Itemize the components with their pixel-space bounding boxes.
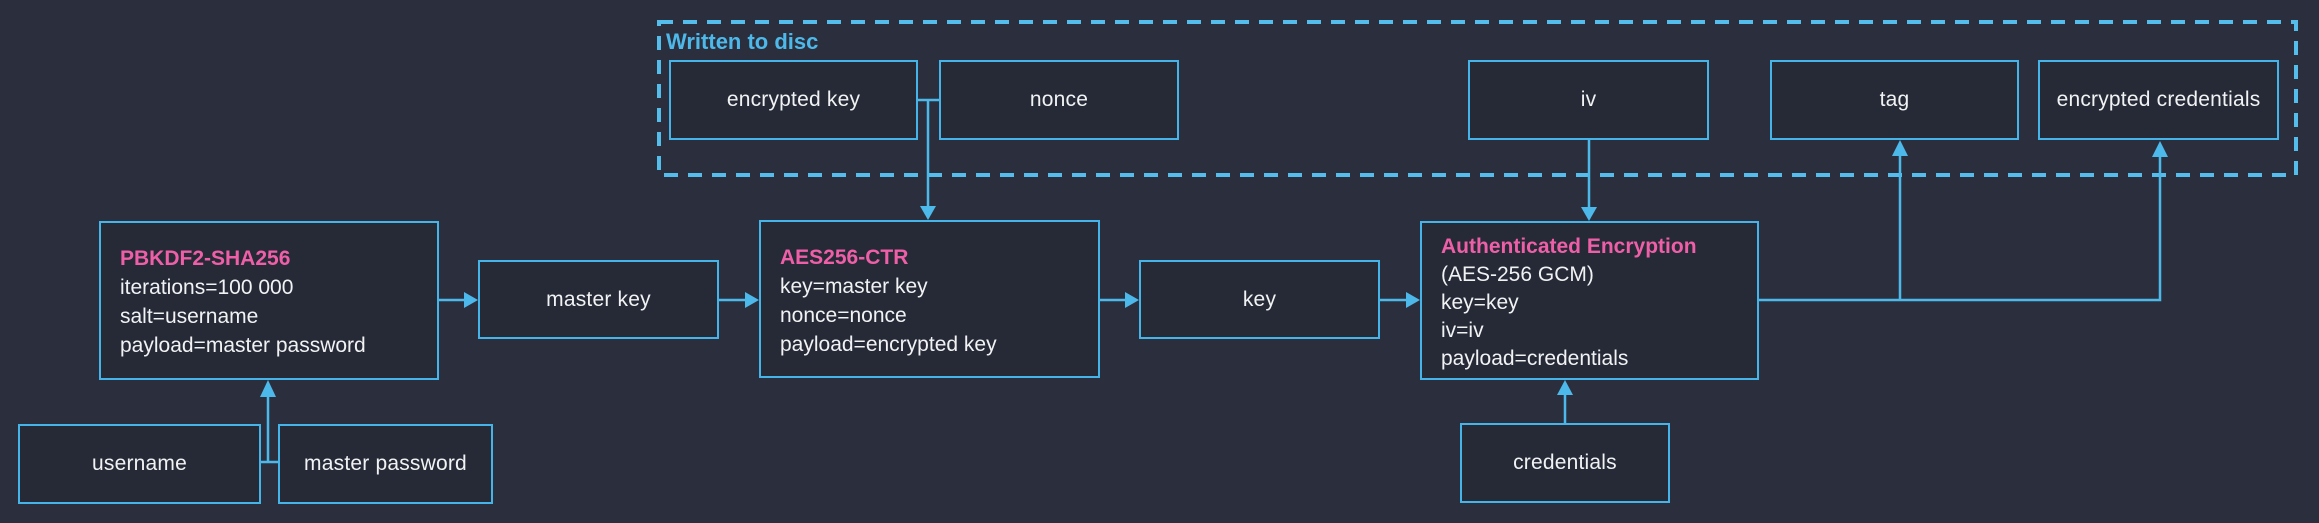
pbkdf2-title: PBKDF2-SHA256 bbox=[120, 247, 291, 270]
arrowhead-into-pbkdf2 bbox=[260, 380, 276, 397]
aes-title: AES256-CTR bbox=[780, 246, 909, 269]
node-encrypted-credentials: encrypted credentials bbox=[2038, 60, 2279, 140]
connector-auth-enc-to-outputs bbox=[1759, 155, 2162, 302]
arrowhead-into-encrypted-credentials bbox=[2152, 141, 2168, 157]
auth-enc-mode: (AES-256 GCM) bbox=[1441, 263, 1594, 286]
node-auth-enc: Authenticated Encryption (AES-256 GCM) k… bbox=[1420, 221, 1759, 380]
node-pbkdf2: PBKDF2-SHA256 iterations=100 000 salt=us… bbox=[99, 221, 439, 380]
pbkdf2-salt: salt=username bbox=[120, 305, 259, 328]
arrowhead-into-aes-left bbox=[745, 292, 759, 308]
node-nonce: nonce bbox=[939, 60, 1179, 140]
arrowhead-into-auth-enc-bottom bbox=[1557, 380, 1573, 395]
aes-payload: payload=encrypted key bbox=[780, 333, 997, 356]
auth-enc-iv: iv=iv bbox=[1441, 319, 1484, 342]
arrowhead-into-aes-top bbox=[920, 206, 936, 220]
written-to-disc-label: Written to disc bbox=[666, 29, 819, 54]
node-iv: iv bbox=[1468, 60, 1709, 140]
auth-enc-key: key=key bbox=[1441, 291, 1519, 314]
pbkdf2-iterations: iterations=100 000 bbox=[120, 276, 294, 299]
aes-nonce: nonce=nonce bbox=[780, 304, 907, 327]
auth-enc-title: Authenticated Encryption bbox=[1441, 235, 1697, 258]
pbkdf2-payload: payload=master password bbox=[120, 334, 366, 357]
connector-inputs-to-pbkdf2 bbox=[261, 396, 278, 464]
connector-encrypted-key-nonce-to-aes bbox=[918, 98, 939, 206]
node-username: username bbox=[18, 424, 261, 504]
node-tag: tag bbox=[1770, 60, 2019, 140]
auth-enc-payload: payload=credentials bbox=[1441, 347, 1629, 370]
node-credentials: credentials bbox=[1460, 423, 1670, 503]
node-aes256-ctr: AES256-CTR key=master key nonce=nonce pa… bbox=[759, 220, 1100, 378]
arrowhead-into-key bbox=[1125, 292, 1139, 308]
node-encrypted-key: encrypted key bbox=[669, 60, 918, 140]
node-master-password: master password bbox=[278, 424, 493, 504]
arrowhead-into-master-key bbox=[464, 292, 478, 308]
arrowhead-into-auth-enc-left bbox=[1406, 292, 1420, 308]
arrowhead-into-auth-enc-top bbox=[1581, 207, 1597, 221]
arrowhead-into-tag bbox=[1892, 140, 1908, 156]
node-key: key bbox=[1139, 260, 1380, 339]
aes-key: key=master key bbox=[780, 275, 928, 298]
node-master-key: master key bbox=[478, 260, 719, 339]
